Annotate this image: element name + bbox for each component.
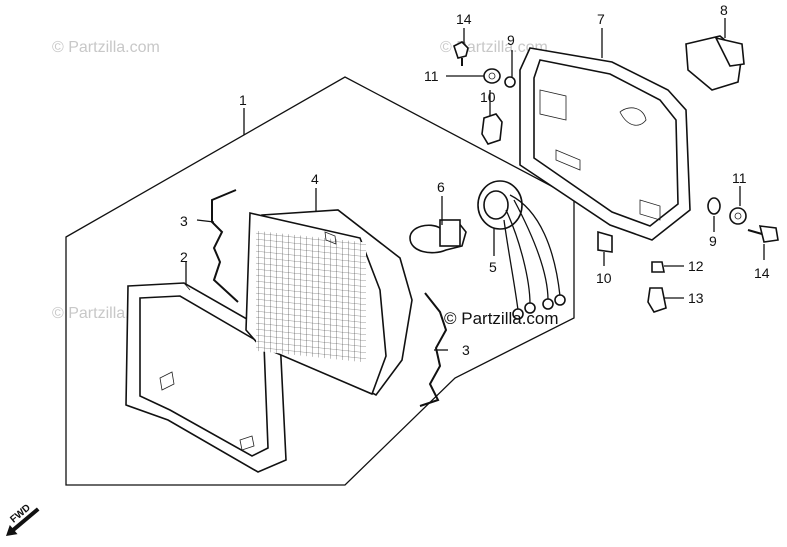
beam-lens-grid [256,230,366,363]
callout-9-left: 9 [507,32,515,48]
callout-7: 7 [597,11,605,27]
callout-2: 2 [180,249,188,265]
brand-label: © Partzilla.com [444,309,559,328]
callout-9-right: 9 [709,233,717,249]
assembly-boundary [65,76,575,486]
case-cap [685,35,745,91]
sealed-beam-unit [245,209,413,397]
headlight-bulb [409,219,467,254]
spring-right [419,292,448,407]
watermark-top-left: © Partzilla.com [52,39,160,56]
headlight-case [519,47,691,241]
callout-3-right: 3 [462,342,470,358]
callout-11-left: 11 [424,68,439,84]
callout-4: 4 [311,171,319,187]
spring-left [211,189,239,303]
bulb-socket [477,180,566,320]
callout-6: 6 [437,179,445,195]
callout-11-right: 11 [732,170,747,186]
fastener-cluster-right [597,197,779,313]
fastener-cluster-left [453,41,516,145]
callout-14-left: 14 [456,11,472,27]
fwd-arrow-icon: FWD [6,502,40,536]
callout-8: 8 [720,2,728,18]
callout-13: 13 [688,290,704,306]
callout-3-left: 3 [180,213,188,229]
leader-lines [185,18,765,351]
callout-1: 1 [239,92,247,108]
callout-5: 5 [489,259,497,275]
callout-14-right: 14 [754,265,770,281]
callout-10-right: 10 [596,270,612,286]
callout-10-left: 10 [480,89,496,105]
callout-12: 12 [688,258,704,274]
